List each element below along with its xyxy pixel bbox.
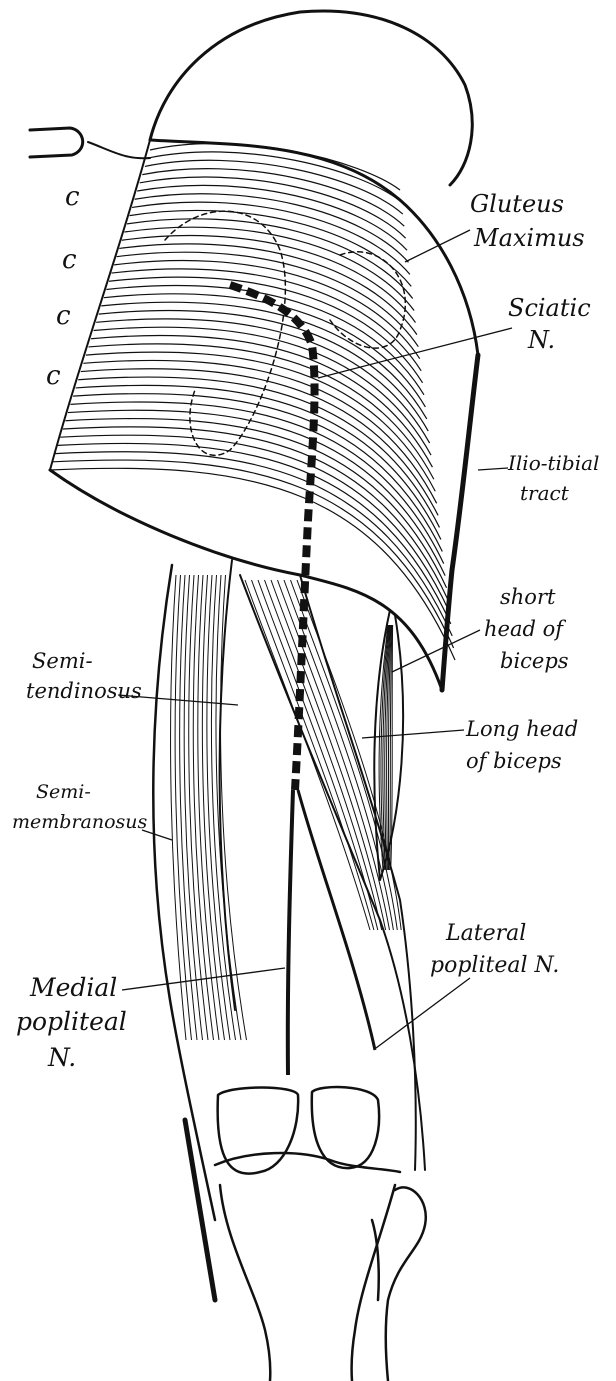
hamstring-fibres <box>171 575 402 1040</box>
label-iliotibial-tract: Ilio-tibial <box>507 451 599 475</box>
semitendinosus-fibre <box>175 575 191 1040</box>
piriformis-dashed-outline <box>165 211 285 455</box>
label-medial-popliteal-nerve-2: popliteal <box>16 1007 127 1036</box>
gemellus-dashed-outline <box>330 252 405 348</box>
gluteus-fibre <box>94 327 431 455</box>
lateral-femoral-condyle <box>312 1087 379 1168</box>
label-short-head-biceps-2: head of <box>484 617 566 641</box>
long-head-biceps-inner-outline <box>300 575 416 1170</box>
margin-mark-4: c <box>46 361 61 391</box>
label-semimembranosus-2: membranosus <box>12 811 148 833</box>
label-iliotibial-tract-2: tract <box>520 481 570 505</box>
leader-short-head <box>392 630 480 672</box>
gluteus-fibre <box>86 352 435 491</box>
leader-medial-popliteal <box>122 968 285 990</box>
margin-mark-2: c <box>62 245 77 275</box>
fibula-outline <box>372 1187 426 1381</box>
label-lateral-popliteal-nerve: Lateral <box>445 921 526 946</box>
leader-gluteus <box>405 230 470 262</box>
label-semitendinosus-2: tendinosus <box>26 679 142 703</box>
tibial-plateau <box>215 1153 400 1172</box>
label-lateral-popliteal-nerve-2: popliteal N. <box>430 953 559 978</box>
gluteal-lower-border <box>50 470 442 690</box>
sciatic-nerve-dashed <box>230 285 315 790</box>
label-semimembranosus: Semi- <box>36 781 91 803</box>
coccyx-outline <box>30 128 83 157</box>
margin-mark-1: c <box>65 182 80 212</box>
lateral-popliteal-nerve <box>298 790 375 1050</box>
gluteus-fibre <box>58 443 451 623</box>
medial-popliteal-nerve <box>288 790 293 1075</box>
gluteus-fibre <box>145 160 403 214</box>
buttock-outline <box>150 11 472 185</box>
semitendinosus-fibre <box>171 575 186 1040</box>
label-long-head-biceps-2: of biceps <box>466 749 562 773</box>
label-long-head-biceps: Long head <box>465 717 578 741</box>
label-short-head-biceps: short <box>500 585 556 609</box>
label-semitendinosus: Semi- <box>32 649 93 673</box>
label-gluteus-maximus-2: Maximus <box>473 224 585 252</box>
leader-long-head <box>362 730 464 738</box>
gluteal-upper-border <box>150 140 478 355</box>
label-sciatic-nerve: Sciatic <box>508 294 591 322</box>
gluteus-fibre <box>60 435 449 612</box>
gluteus-fibre <box>96 319 429 443</box>
label-medial-popliteal-nerve-3: N. <box>47 1043 76 1072</box>
gluteus-fibre <box>81 369 438 516</box>
biceps-long-head-fibre <box>245 580 370 930</box>
leader-iliotibial <box>478 468 508 470</box>
coccyx-ligament-line <box>88 142 150 158</box>
gluteus-fibre <box>132 202 410 274</box>
label-short-head-biceps-3: biceps <box>500 649 569 673</box>
label-gluteus-maximus: Gluteus <box>470 190 564 218</box>
tibia-outline <box>220 1185 395 1381</box>
leader-sciatic <box>318 328 512 378</box>
label-sciatic-nerve-2: N. <box>527 326 555 354</box>
label-medial-popliteal-nerve: Medial <box>29 973 117 1002</box>
long-head-biceps-outline <box>240 575 425 1170</box>
leader-lateral-popliteal <box>376 978 470 1048</box>
margin-mark-3: c <box>56 301 71 331</box>
